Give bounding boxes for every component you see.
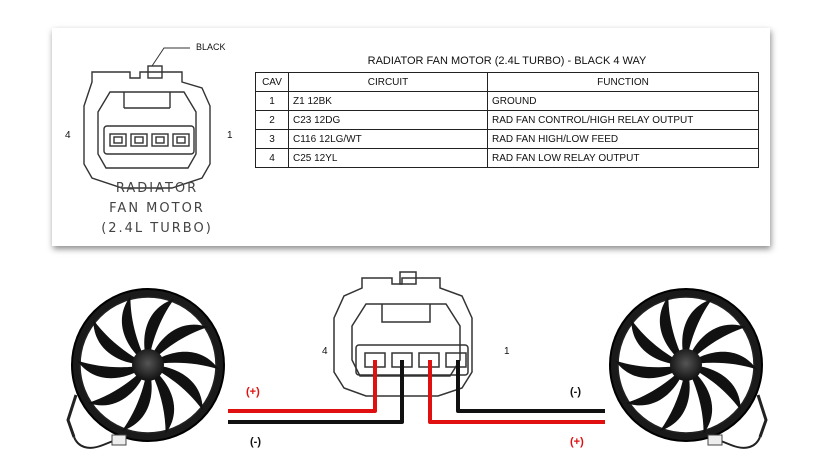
left-fan-plug [111, 434, 127, 446]
left-negative-label: (-) [250, 436, 261, 448]
cell-cav: 4 [255, 148, 289, 168]
caption-line-2: FAN MOTOR [109, 201, 205, 216]
pin-housing [103, 125, 195, 155]
cavity-2 [151, 133, 169, 147]
table-header-row: CAV CIRCUIT FUNCTION [255, 72, 759, 92]
right-fan-hub [670, 349, 702, 381]
pin-number-left: 4 [65, 130, 71, 141]
center-pin-number-right: 1 [504, 346, 510, 357]
connector-color-callout: BLACK [196, 42, 226, 52]
center-pin-number-left: 4 [322, 346, 328, 357]
cavity-table: CAV CIRCUIT FUNCTION 1 Z1 12BK GROUND 2 … [255, 72, 759, 168]
connector-latch [147, 65, 163, 79]
left-fan-hub [132, 349, 164, 381]
cell-function: RAD FAN LOW RELAY OUTPUT [487, 148, 759, 168]
right-fan [609, 288, 768, 449]
pin-number-right: 1 [227, 130, 233, 141]
wires [228, 360, 605, 424]
table-title: RADIATOR FAN MOTOR (2.4L TURBO) - BLACK … [367, 55, 647, 67]
connector-face-drawing [83, 47, 211, 189]
right-positive-label: (+) [570, 436, 584, 448]
caption-line-3: (2.4L TURBO) [101, 221, 213, 236]
left-positive-wire [228, 360, 377, 413]
table-row: 4 C25 12YL RAD FAN LOW RELAY OUTPUT [255, 148, 759, 168]
left-fan-blades [77, 296, 219, 434]
left-negative-wire [228, 360, 404, 424]
center-pin-housing [355, 344, 469, 376]
cavity-4 [109, 133, 127, 147]
right-fan-blades [615, 296, 757, 434]
cavity-3 [130, 133, 148, 147]
right-fan-plug [707, 434, 723, 446]
connector-shell-outline [83, 71, 211, 189]
left-fan [66, 288, 225, 449]
cavity-1 [172, 133, 190, 147]
connector-reference-panel: BLACK 4 1 RADIATOR FAN MOTOR (2.4L TURBO… [52, 28, 770, 246]
right-negative-label: (-) [570, 386, 581, 398]
table-row: 2 C23 12DG RAD FAN CONTROL/HIGH RELAY OU… [255, 110, 759, 130]
cell-circuit: C25 12YL [288, 148, 488, 168]
caption-line-1: RADIATOR [115, 181, 199, 196]
connector-inner-body [97, 91, 197, 169]
right-positive-wire [428, 360, 605, 424]
callout-leader [151, 47, 190, 67]
right-negative-wire [456, 360, 605, 413]
left-positive-label: (+) [246, 386, 260, 398]
